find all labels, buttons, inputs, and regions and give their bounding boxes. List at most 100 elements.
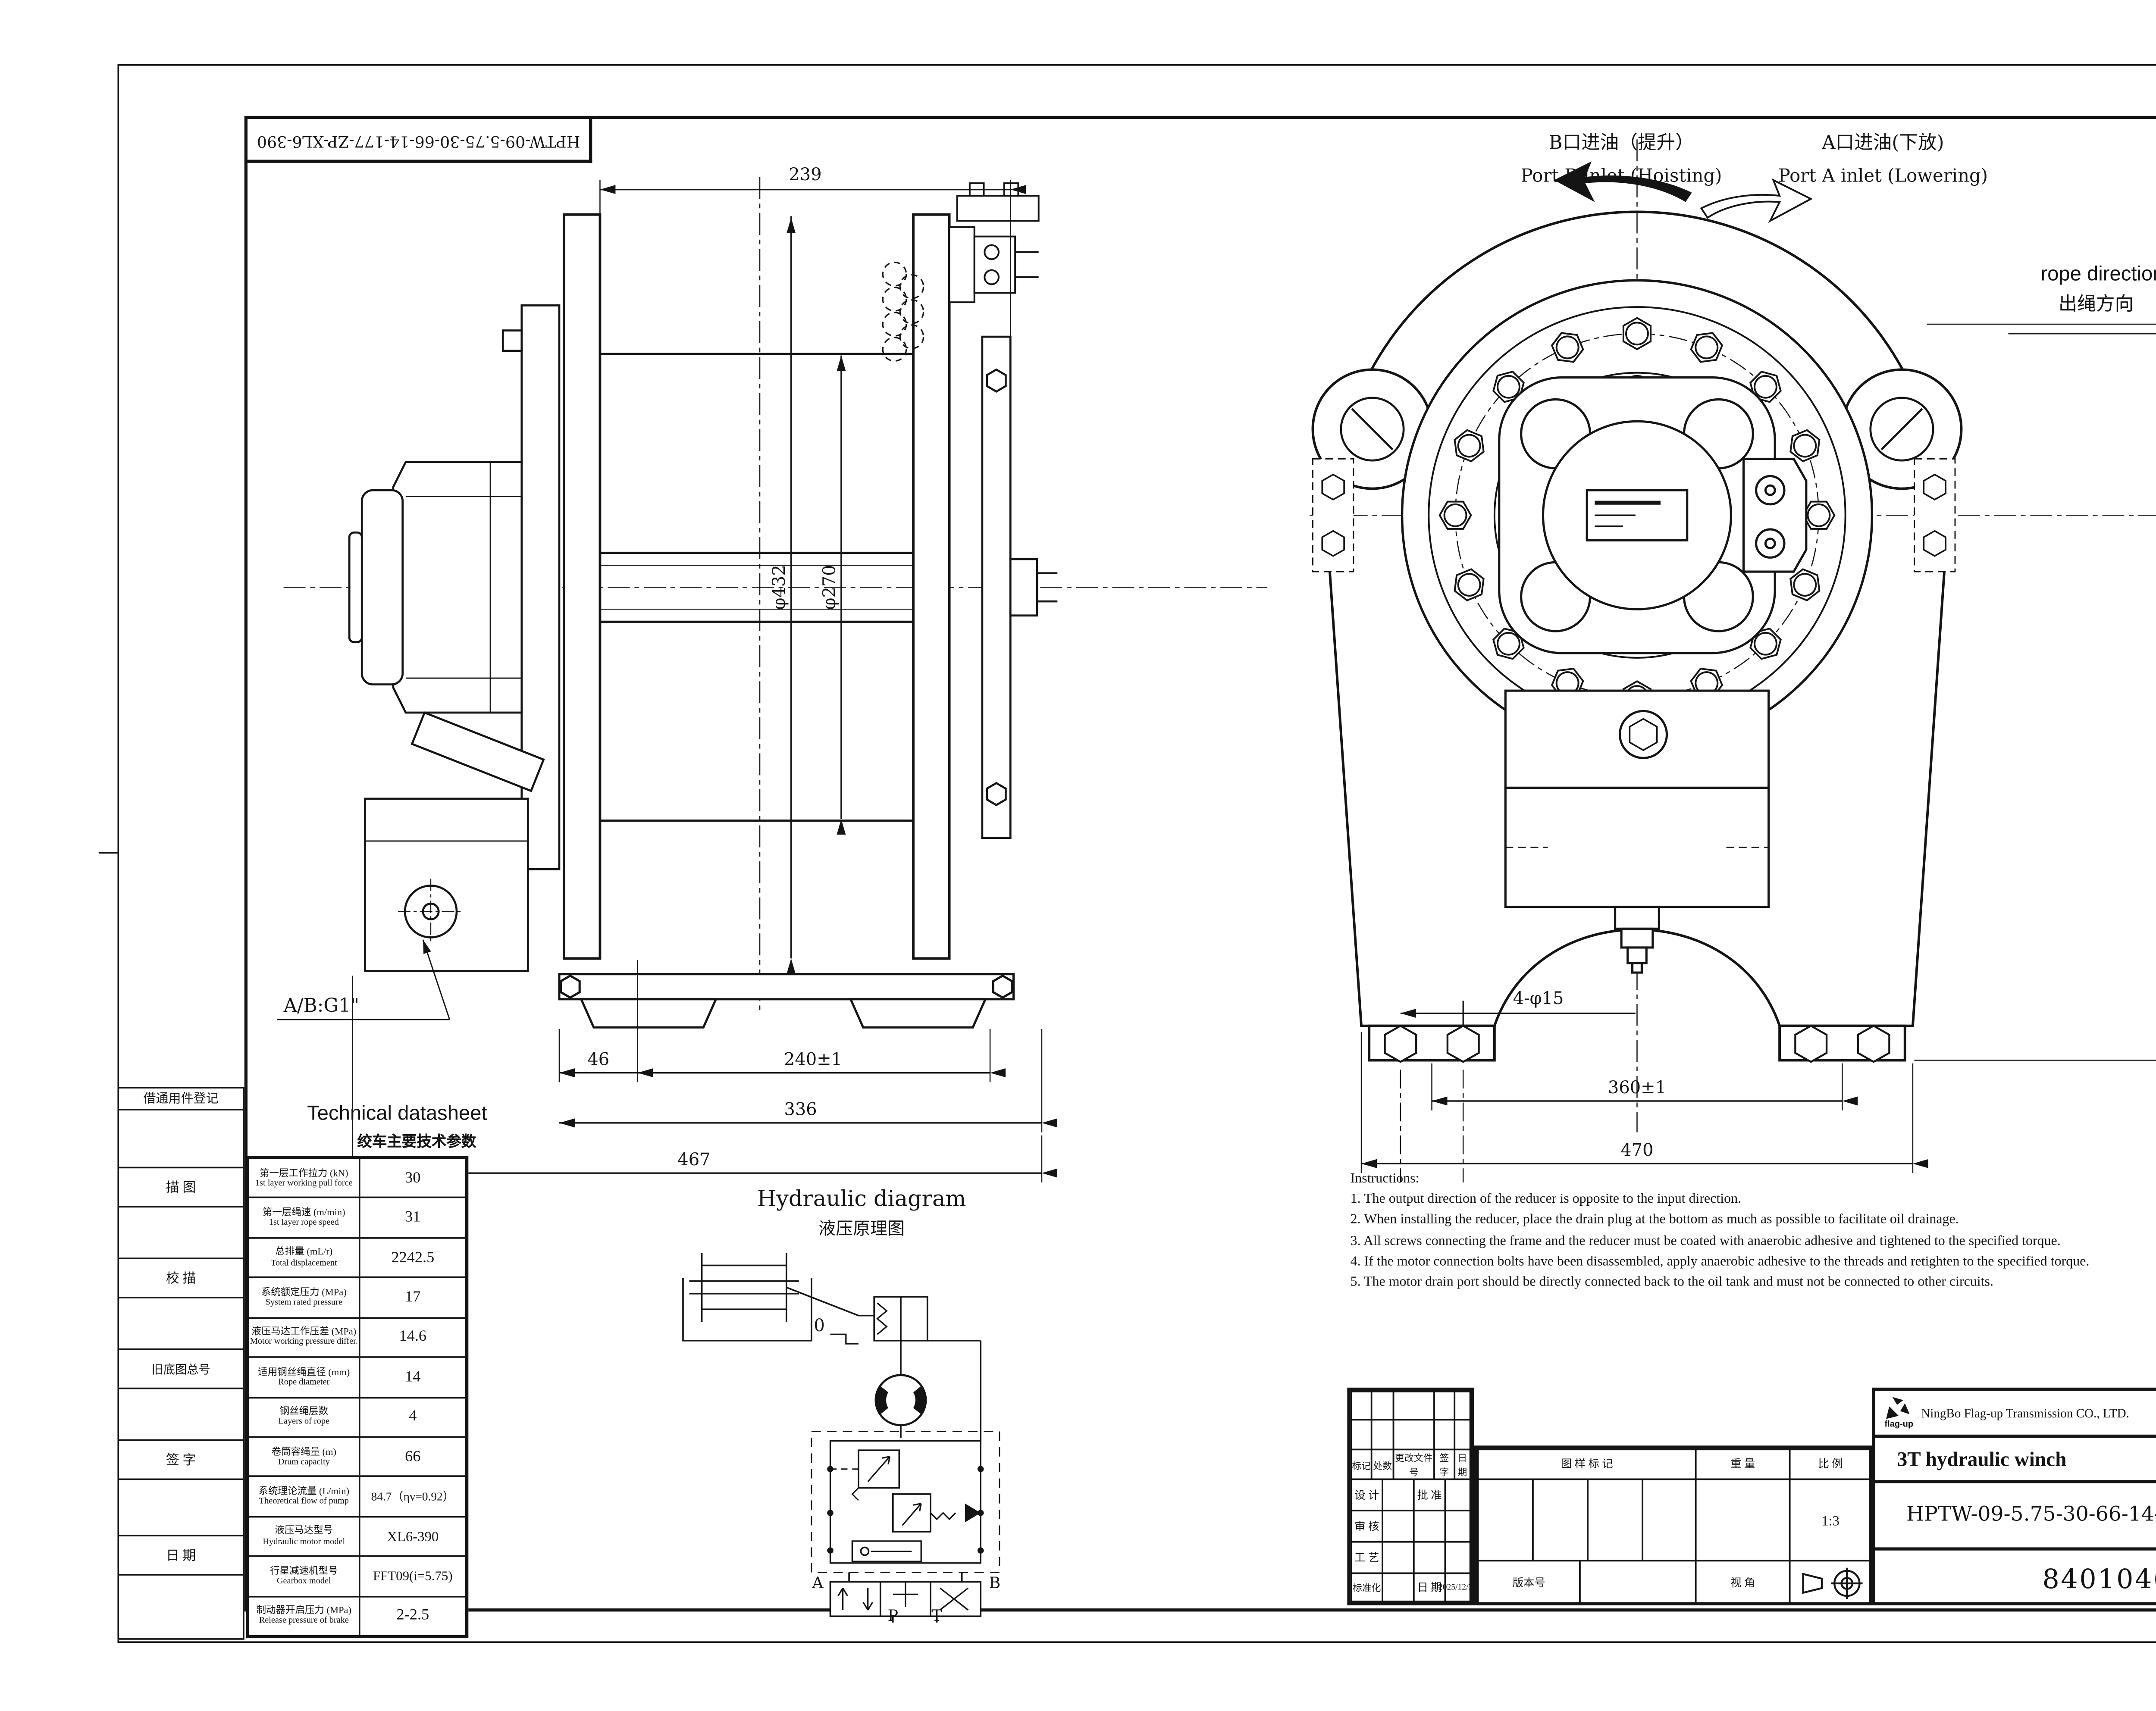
rev-header-mark: 标记 — [1350, 1448, 1373, 1480]
check-label: 审 核 — [1350, 1510, 1383, 1543]
front-view-drawing: B口进油（提升） Port B inlet (Hoisting) A口进油(下放… — [1310, 132, 2156, 1182]
row-label-cn: 液压马达工作压差 (MPa) — [251, 1327, 357, 1338]
row-label-cn: 系统理论流量 (L/min) — [258, 1486, 349, 1497]
rev-header-docno: 更改文件号 — [1392, 1448, 1435, 1480]
rev-header-count: 处数 — [1370, 1448, 1395, 1480]
row-value: 17 — [405, 1289, 421, 1306]
register-row-date: 日 期 — [117, 1535, 244, 1576]
inner-border — [244, 116, 2156, 1612]
table-row: 第一层工作拉力 (kN)1st layer working pull force… — [249, 1159, 465, 1198]
row-label-cn: 第一层工作拉力 (kN) — [260, 1167, 348, 1179]
drawing-model-number: HPTW-09-5.75-30-66-14-177-ZP-XL6-390 — [1906, 1503, 2156, 1527]
datasheet-table: 第一层工作拉力 (kN)1st layer working pull force… — [246, 1156, 469, 1639]
instructions-block: Instructions: 1. The output direction of… — [1351, 1168, 2090, 1292]
row-label-cn: 第一层绳速 (m/min) — [262, 1207, 345, 1219]
mark-header: 图 样 标 记 — [1477, 1448, 1697, 1480]
rope-direction-cn: 出绳方向 — [2059, 293, 2134, 315]
dim-phi432: φ432 — [769, 565, 789, 610]
row-value: 2242.5 — [391, 1249, 435, 1267]
center-tick-left — [98, 852, 118, 854]
hydraulic-label-0: 0 — [814, 1316, 824, 1336]
register-row-label: 签 字 — [166, 1451, 196, 1468]
register-row-oldno: 旧底图总号 — [117, 1348, 244, 1389]
product-title: 3T hydraulic winch — [1897, 1446, 2067, 1470]
register-strip-gap — [117, 1297, 244, 1350]
register-strip-gap — [117, 1478, 244, 1536]
register-strip-title: 借通用件登记 — [117, 1087, 244, 1110]
side-view-drawing: 239 φ432 φ270 46 240±1 336 467 A/B:G1" — [277, 165, 1268, 1182]
hydraulic-title-cn: 液压原理图 — [818, 1219, 905, 1239]
dim-467: 467 — [677, 1150, 710, 1170]
row-label-cn: 卷筒容绳量 (m) — [271, 1446, 337, 1458]
design-label: 设 计 — [1350, 1478, 1383, 1511]
row-value: XL6-390 — [387, 1528, 439, 1545]
dim-239: 239 — [789, 165, 821, 185]
logo-text: flag-up — [1884, 1420, 1914, 1430]
dim-336: 336 — [784, 1100, 817, 1120]
dim-240pm1: 240±1 — [784, 1049, 842, 1069]
row-label-cn: 行星减速机型号 — [270, 1566, 338, 1577]
row-label-cn: 液压马达型号 — [275, 1526, 333, 1537]
table-row: 第一层绳速 (m/min)1st layer rope speed 31 — [249, 1197, 466, 1237]
register-title-text: 借通用件登记 — [143, 1092, 219, 1106]
port-a-label-cn: A口进油(下放) — [1821, 132, 1944, 153]
rev-header-sign: 签 字 — [1433, 1448, 1456, 1480]
row-value: 31 — [405, 1209, 421, 1227]
row-label-en: Drum capacity — [278, 1458, 330, 1467]
dim-360pm1: 360±1 — [1608, 1078, 1666, 1098]
row-label-en: 1st layer rope speed — [269, 1218, 339, 1228]
register-row-label: 旧底图总号 — [151, 1361, 210, 1376]
register-row-label: 描 图 — [166, 1179, 196, 1195]
instruction-item: 3. All screws connecting the frame and t… — [1350, 1232, 2061, 1248]
row-value: 84.7（ηv=0.92） — [371, 1489, 454, 1504]
titleblock-right: flag-up NingBo Flag-up Transmission CO.,… — [1872, 1387, 2156, 1605]
row-label-cn: 总排量 (mL/r) — [275, 1247, 333, 1258]
hydraulic-diagram: Hydraulic diagram 液压原理图 0 A B P T — [682, 1186, 1001, 1623]
standard-label: 标准化 — [1350, 1572, 1383, 1602]
table-row: 系统额定压力 (MPa)System rated pressure 17 — [249, 1276, 466, 1317]
row-value: 66 — [405, 1448, 421, 1466]
row-label-cn: 适用钢丝绳直径 (mm) — [258, 1367, 350, 1378]
register-strip-gap — [117, 1574, 244, 1640]
weight-header: 重 量 — [1695, 1448, 1791, 1480]
first-angle-projection-icon — [1801, 1567, 1862, 1598]
date-value: 2025/12/23 — [1438, 1572, 1477, 1602]
company-logo-icon: flag-up — [1884, 1395, 1913, 1430]
port-size-label: A/B:G1" — [283, 995, 359, 1017]
model-tag-box: HPTW-09-5.75-30-66-14-177-ZP-XL6-390 — [248, 119, 592, 163]
titleblock-middle: 图 样 标 记 重 量 比 例 1:3 版本号 视 角 — [1474, 1445, 1872, 1605]
register-row-label: 校 描 — [166, 1270, 196, 1286]
port-b-label-en: Port B inlet (Hoisting) — [1521, 165, 1722, 186]
row-label-en: Rope diameter — [278, 1378, 330, 1388]
table-row: 卷筒容绳量 (m)Drum capacity 66 — [249, 1436, 466, 1476]
register-row-check: 校 描 — [117, 1257, 244, 1298]
row-label-en: Gearbox model — [276, 1577, 331, 1586]
hydraulic-label-b: B — [989, 1573, 1001, 1592]
row-label-en: Motor working pressure differ. — [250, 1338, 358, 1348]
rope-direction-en: rope direction — [2040, 262, 2156, 285]
register-row-trace: 描 图 — [117, 1167, 244, 1208]
table-row: 系统理论流量 (L/min)Theoretical flow of pump 84… — [249, 1476, 466, 1516]
row-label-en: System rated pressure — [265, 1298, 342, 1308]
row-label-cn: 系统额定压力 (MPa) — [261, 1287, 347, 1298]
version-label: 版本号 — [1477, 1560, 1581, 1605]
instruction-item: 4. If the motor connection bolts have be… — [1350, 1252, 2090, 1268]
hydraulic-label-t: T — [931, 1606, 942, 1623]
port-b-label-cn: B口进油（提升） — [1549, 132, 1694, 153]
row-value: 30 — [405, 1169, 421, 1187]
drawing-number: 84010463 — [2042, 1564, 2156, 1595]
row-label-en: Theoretical flow of pump — [259, 1497, 349, 1507]
row-label-en: 1st layer working pull force — [255, 1179, 353, 1189]
rev-header-date: 日期 — [1454, 1448, 1471, 1480]
register-strip-gap — [117, 1109, 244, 1169]
outer-border — [117, 64, 2156, 1643]
row-value: 4 — [409, 1408, 417, 1426]
row-value: 14 — [405, 1368, 421, 1386]
process-label: 工 艺 — [1350, 1541, 1383, 1574]
approve-label: 批 准 — [1413, 1478, 1446, 1511]
row-label-cn: 钢丝绳层数 — [279, 1406, 328, 1418]
